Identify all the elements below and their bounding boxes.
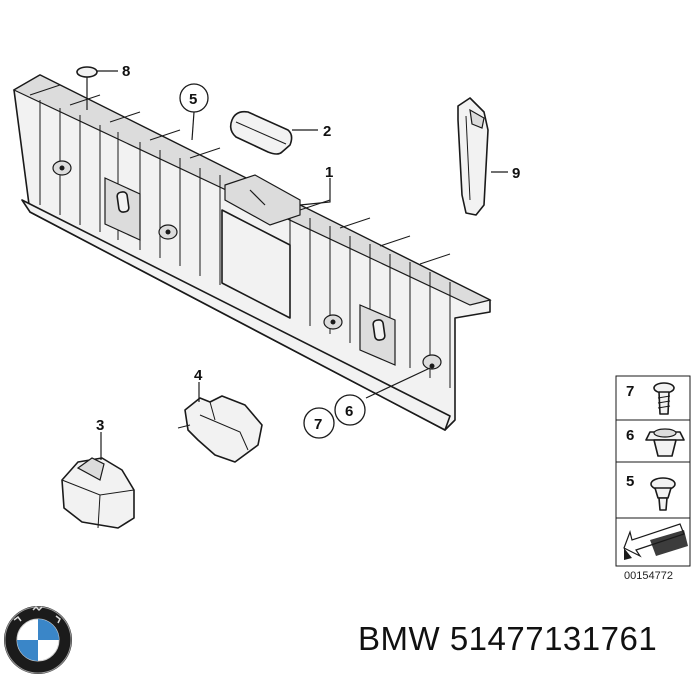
leader-lines (86, 70, 508, 460)
callouts: 8 5 2 1 9 4 3 7 6 (96, 63, 520, 439)
part-number-caption: BMW 51477131761 (358, 620, 658, 657)
cap-plug-part (76, 66, 98, 78)
callout-4: 4 (194, 367, 203, 384)
callout-8: 8 (122, 63, 130, 80)
direction-arrow-icon (623, 523, 688, 560)
expanding-rivet-icon (650, 477, 676, 511)
callout-5-ring (179, 83, 209, 113)
trim-panel-part (12, 74, 492, 431)
diagram-code: 00154772 (624, 570, 673, 582)
callout-5: 5 (189, 91, 197, 108)
fastener-legend: 7 6 5 00154772 (615, 375, 691, 582)
block-cover-part (61, 457, 135, 529)
callout-3: 3 (96, 417, 104, 434)
callout-6-ring (334, 394, 366, 426)
cover-strip-part (229, 110, 293, 155)
legend-number-7: 7 (626, 383, 634, 400)
grommet-icon (645, 428, 685, 457)
bracket-part (177, 395, 263, 463)
side-trim-part (457, 97, 489, 216)
callout-2: 2 (323, 123, 331, 140)
bmw-logo-icon (4, 605, 72, 674)
screw-icon (653, 382, 675, 415)
callout-7-ring (303, 407, 335, 439)
legend-number-6: 6 (626, 427, 634, 444)
callout-1: 1 (325, 164, 333, 181)
callout-7: 7 (314, 416, 322, 433)
callout-6: 6 (345, 403, 353, 420)
legend-number-5: 5 (626, 473, 634, 490)
callout-9: 9 (512, 165, 520, 182)
